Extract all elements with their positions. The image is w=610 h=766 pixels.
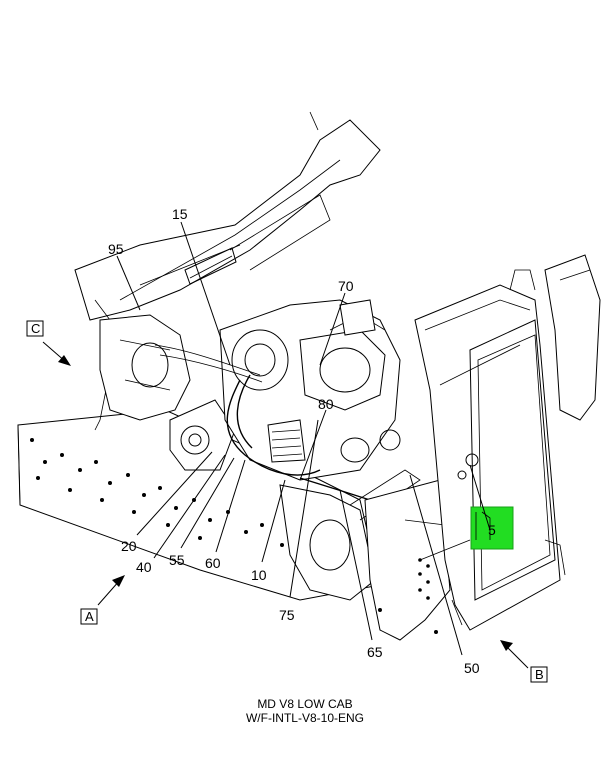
callout-65[interactable]: 65 bbox=[367, 644, 383, 660]
engine-block bbox=[154, 299, 421, 601]
view-label-a: A bbox=[85, 609, 94, 624]
view-label-c: C bbox=[31, 321, 40, 336]
left-components bbox=[99, 314, 236, 471]
cowl-panel bbox=[74, 111, 381, 431]
view-label-b: B bbox=[535, 667, 544, 682]
callout-80[interactable]: 80 bbox=[318, 396, 334, 412]
view-b-indicator bbox=[500, 640, 548, 683]
leader-lines bbox=[116, 221, 491, 656]
callout-10[interactable]: 10 bbox=[251, 567, 267, 583]
callout-70[interactable]: 70 bbox=[338, 278, 354, 294]
callout-15[interactable]: 15 bbox=[172, 206, 188, 222]
caption-model: MD V8 LOW CAB bbox=[257, 697, 353, 711]
radiator bbox=[414, 254, 601, 631]
callout-5[interactable]: 5 bbox=[488, 522, 496, 538]
callout-75[interactable]: 75 bbox=[279, 607, 295, 623]
view-c-indicator bbox=[26, 320, 71, 366]
callout-20[interactable]: 20 bbox=[121, 538, 137, 554]
callout-60[interactable]: 60 bbox=[205, 555, 221, 571]
callout-50[interactable]: 50 bbox=[464, 660, 480, 676]
highlight-box bbox=[470, 506, 514, 550]
view-a-indicator bbox=[80, 575, 125, 625]
callout-95[interactable]: 95 bbox=[108, 241, 124, 257]
callout-40[interactable]: 40 bbox=[136, 559, 152, 575]
callout-55[interactable]: 55 bbox=[169, 552, 185, 568]
caption-code: W/F-INTL-V8-10-ENG bbox=[245, 711, 364, 725]
right-bracket bbox=[364, 479, 451, 641]
